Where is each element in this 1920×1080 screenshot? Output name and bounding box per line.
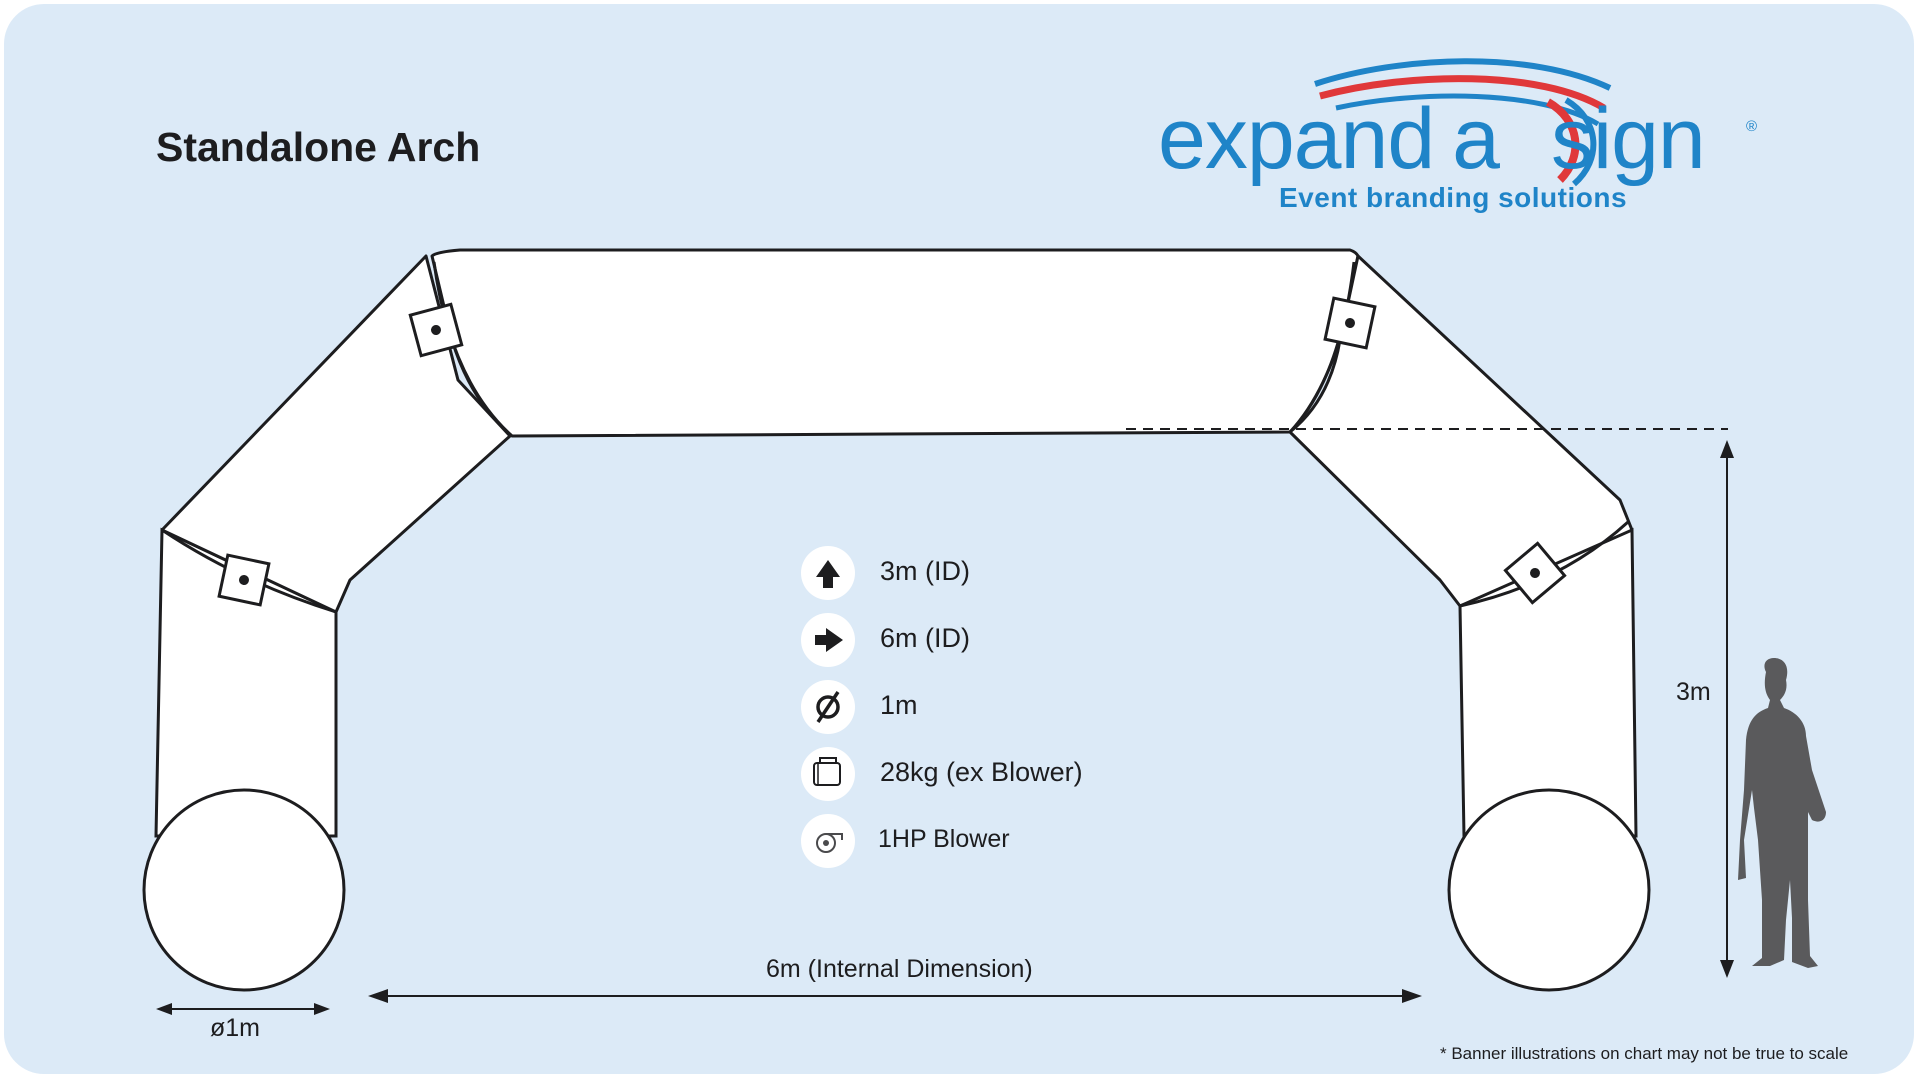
logo-registered-mark: ® bbox=[1746, 118, 1758, 135]
width-dimension-arrow bbox=[368, 989, 1422, 1003]
anchor-tab-bottom-left bbox=[217, 553, 271, 607]
logo-word-a: a bbox=[1452, 91, 1500, 187]
spec-width-label: 6m (ID) bbox=[880, 623, 970, 653]
arrow-right-icon bbox=[801, 613, 855, 667]
diameter-dimension-label: ø1m bbox=[210, 1014, 260, 1042]
spec-blower-label: 1HP Blower bbox=[878, 825, 1010, 853]
anchor-tab-top-left bbox=[408, 302, 464, 358]
logo-tagline: Event branding solutions bbox=[1279, 182, 1628, 213]
diameter-dimension-arrow bbox=[156, 1003, 330, 1015]
height-dimension-arrow bbox=[1720, 440, 1734, 978]
anchor-tab-top-right bbox=[1323, 296, 1377, 350]
arch-right-leg bbox=[1458, 527, 1638, 838]
page-title: Standalone Arch bbox=[156, 124, 481, 170]
blower-icon bbox=[801, 814, 855, 868]
logo-word-sign: sign bbox=[1551, 91, 1706, 187]
arch-top-beam bbox=[430, 248, 1360, 438]
spec-height-label: 3m (ID) bbox=[880, 556, 970, 586]
width-dimension-label: 6m (Internal Dimension) bbox=[766, 955, 1033, 983]
left-base-circle bbox=[142, 788, 346, 992]
anchor-tab-bottom-right bbox=[1503, 541, 1567, 605]
spec-diameter-label: 1m bbox=[880, 690, 918, 720]
right-base-circle bbox=[1447, 788, 1651, 992]
footnote: * Banner illustrations on chart may not … bbox=[1440, 1044, 1849, 1063]
logo-swoosh bbox=[1314, 58, 1612, 187]
logo-word-expand: expand bbox=[1158, 91, 1435, 187]
height-dimension-label: 3m bbox=[1676, 678, 1711, 706]
weight-bag-icon bbox=[801, 747, 855, 801]
person-silhouette-icon bbox=[1738, 658, 1826, 968]
arrow-up-icon bbox=[801, 546, 855, 600]
spec-weight-label: 28kg (ex Blower) bbox=[880, 757, 1083, 787]
diameter-icon bbox=[801, 680, 855, 734]
